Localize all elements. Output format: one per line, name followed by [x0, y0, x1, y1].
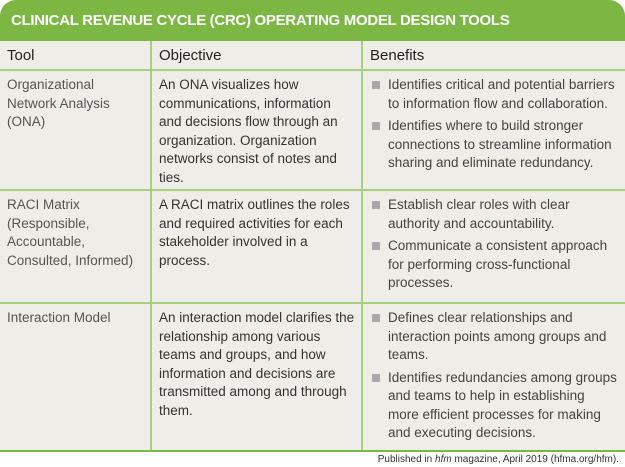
tool-cell: Interaction Model	[7, 310, 111, 325]
table-row: Interaction Model An interaction model c…	[0, 304, 625, 450]
benefit-item: Identifies redundancies among groups and…	[370, 369, 619, 443]
benefit-item: Identifies critical and potential barrie…	[370, 76, 619, 113]
source-suffix: magazine, April 2019 (hfma.org/hfm).	[451, 454, 619, 465]
table-title: CLINICAL REVENUE CYCLE (CRC) OPERATING M…	[11, 12, 510, 29]
benefit-item: Defines clear relationships and interact…	[370, 309, 619, 365]
square-bullet-icon	[372, 314, 380, 322]
square-bullet-icon	[372, 81, 380, 89]
benefit-text: Identifies redundancies among groups and…	[388, 369, 617, 441]
table-row: RACI Matrix (Responsible, Accountable, C…	[0, 191, 625, 302]
row-divider	[0, 302, 625, 304]
tool-cell: RACI Matrix (Responsible, Accountable, C…	[7, 197, 134, 268]
benefit-item: Establish clear roles with clear authori…	[370, 196, 619, 233]
square-bullet-icon	[372, 373, 380, 382]
benefit-text: Establish clear roles with clear authori…	[388, 197, 570, 231]
column-divider	[361, 41, 363, 452]
column-header-tool: Tool	[7, 47, 35, 64]
benefits-cell: Establish clear roles with clear authori…	[362, 191, 625, 302]
header-divider	[0, 69, 625, 71]
design-tools-table: CLINICAL REVENUE CYCLE (CRC) OPERATING M…	[0, 0, 625, 452]
objective-cell: A RACI matrix outlines the roles and req…	[159, 197, 350, 268]
benefits-cell: Defines clear relationships and interact…	[362, 304, 625, 450]
table-row: Organizational Network Analysis (ONA) An…	[0, 71, 625, 189]
square-bullet-icon	[372, 242, 380, 250]
benefit-text: Identifies critical and potential barrie…	[388, 77, 615, 111]
title-bar: CLINICAL REVENUE CYCLE (CRC) OPERATING M…	[0, 0, 625, 41]
benefit-text: Defines clear relationships and interact…	[388, 310, 607, 362]
benefit-text: Communicate a consistent approach for pe…	[388, 238, 608, 290]
benefit-text: Identifies where to build stronger conne…	[388, 118, 612, 170]
column-divider	[150, 41, 152, 452]
row-divider	[0, 189, 625, 191]
square-bullet-icon	[372, 122, 380, 130]
source-publication: hfm	[435, 454, 452, 465]
source-credit: Published in hfm magazine, April 2019 (h…	[378, 454, 619, 466]
objective-cell: An interaction model clarifies the relat…	[159, 310, 355, 418]
benefit-item: Identifies where to build stronger conne…	[370, 117, 619, 173]
objective-cell: An ONA visualizes how communications, in…	[159, 77, 338, 185]
column-header-objective: Objective	[159, 47, 222, 64]
benefits-cell: Identifies critical and potential barrie…	[362, 71, 625, 189]
tool-cell: Organizational Network Analysis (ONA)	[7, 77, 110, 129]
table-bottom-rule	[0, 450, 625, 452]
source-prefix: Published in	[377, 454, 436, 465]
column-header-benefits: Benefits	[370, 47, 425, 64]
benefit-item: Communicate a consistent approach for pe…	[370, 237, 619, 293]
square-bullet-icon	[372, 201, 380, 209]
